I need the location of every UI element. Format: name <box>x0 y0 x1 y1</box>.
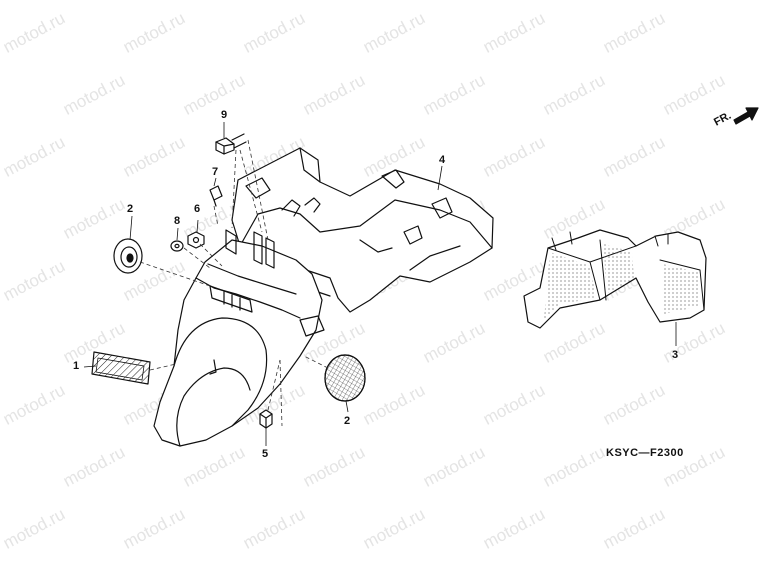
reflector-part <box>91 351 151 385</box>
callout-8: 8 <box>174 215 181 227</box>
callout-4: 4 <box>439 154 446 166</box>
rear-fender-body-part <box>153 229 325 447</box>
callout-5: 5 <box>262 448 269 460</box>
callout-1: 1 <box>73 360 80 372</box>
front-direction-arrow <box>733 107 759 125</box>
washer-8-part <box>170 240 184 252</box>
callout-6: 6 <box>194 203 201 215</box>
callout-2-right: 2 <box>344 415 351 427</box>
nut-5-part <box>259 409 273 429</box>
bolt-9-part <box>215 133 247 155</box>
callout-2-left: 2 <box>127 203 134 215</box>
callout-7: 7 <box>212 166 219 178</box>
grommet-left-part <box>113 238 143 274</box>
clip-7-part <box>209 185 223 207</box>
callout-3: 3 <box>672 349 679 361</box>
diagram-code: KSYC—F2300 <box>606 447 684 459</box>
grommet-right-part <box>324 354 366 402</box>
callout-9: 9 <box>221 109 228 121</box>
